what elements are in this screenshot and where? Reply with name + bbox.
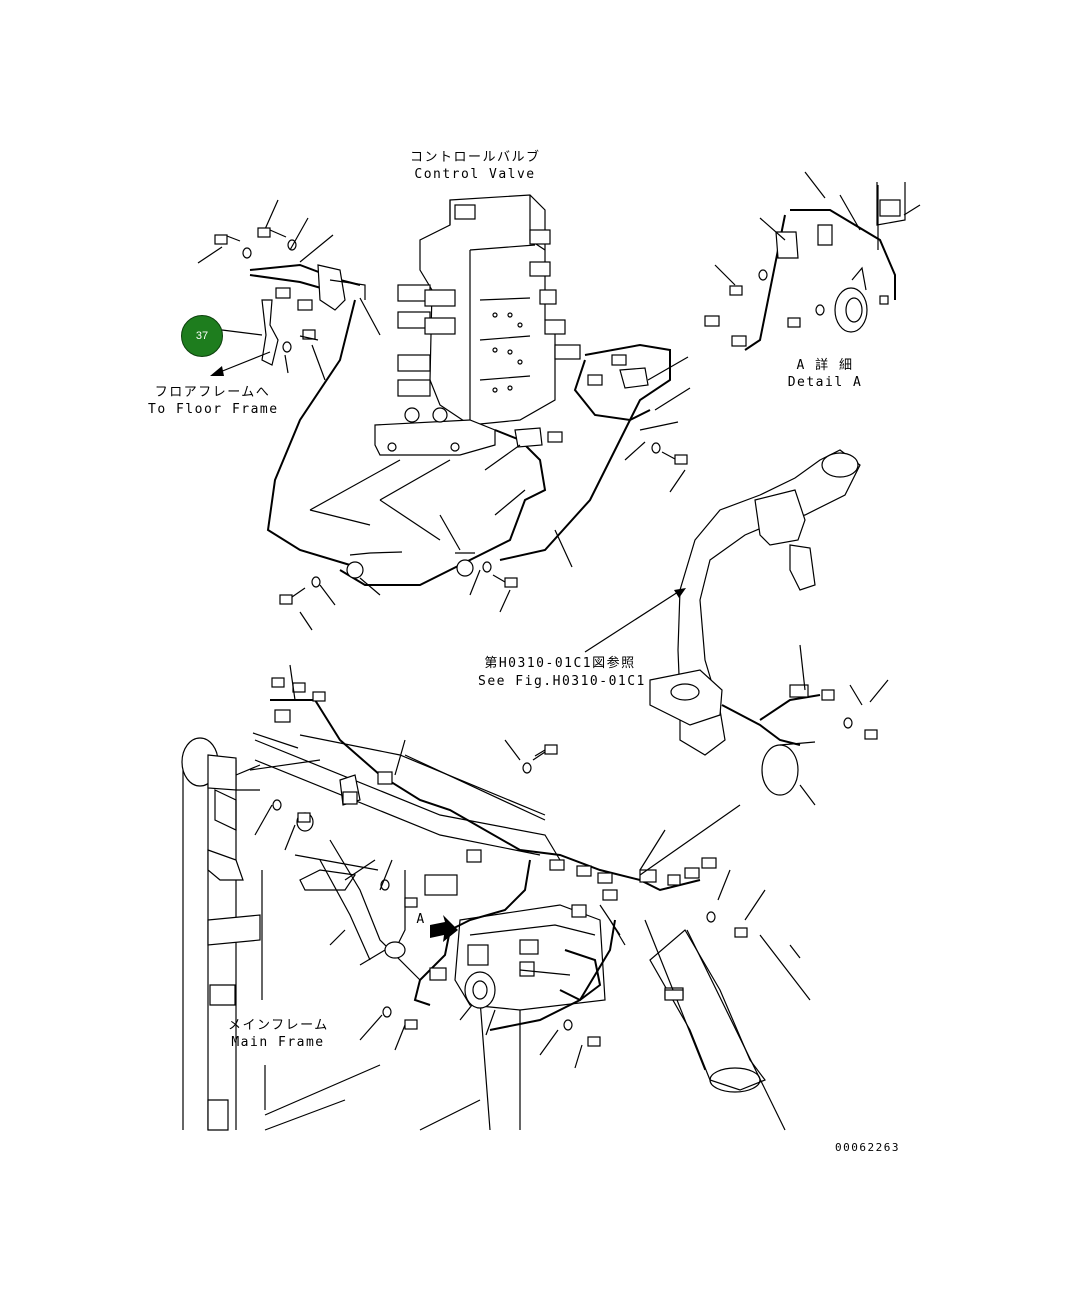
main-frame-label-en: Main Frame (231, 1035, 325, 1050)
control-valve-label-ja: コントロールバルブ (410, 150, 541, 165)
callout-37-button[interactable]: 37 (181, 315, 223, 357)
drawing-number: 00062263 (835, 1141, 900, 1154)
detail-a-label-ja: A 詳 細 (796, 358, 854, 373)
leader-lines-upper (197, 199, 691, 631)
detail-a-marker-arrow (430, 915, 458, 942)
valve-left-harness (249, 263, 366, 566)
valve-right-harness (339, 343, 671, 586)
bolts-upper (214, 227, 688, 605)
leader-lines-lower (249, 664, 786, 1131)
see-fig-label-en: See Fig.H0310-01C1 (478, 674, 646, 689)
intake-pipe (649, 449, 889, 806)
control-valve (374, 194, 581, 456)
see-fig-label-ja: 第H0310-01C1図参照 (484, 656, 636, 671)
detail-a-marker: A (416, 912, 426, 927)
control-valve-label-en: Control Valve (414, 167, 536, 182)
see-fig-arrow (584, 588, 686, 653)
main-frame (181, 677, 811, 1131)
main-frame-label-ja: メインフレーム (228, 1018, 329, 1033)
detail-a-label-en: Detail A (787, 375, 863, 390)
floor-frame-label-en: To Floor Frame (148, 402, 279, 417)
floor-frame-label-ja: フロアフレームへ (154, 385, 271, 400)
detail-a (704, 171, 921, 351)
floor-frame-arrow (210, 351, 271, 376)
bolts-lower (272, 744, 748, 1047)
